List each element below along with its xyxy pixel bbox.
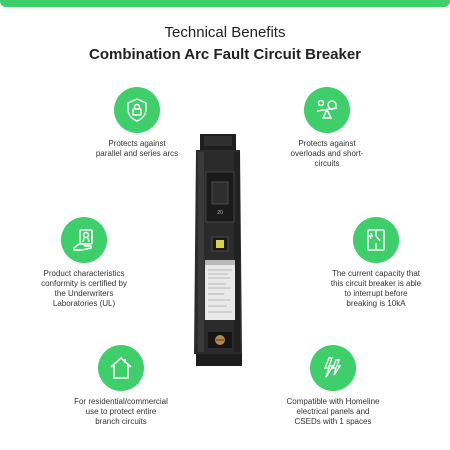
feature-arc-protection: Protects against parallel and series arc…: [72, 87, 202, 159]
feature-text: Protects against overloads and short- ci…: [290, 139, 364, 168]
feature-text: Protects against parallel and series arc…: [95, 139, 179, 158]
top-accent-bar: [0, 0, 450, 7]
feature-text: Product characteristics conformity is ce…: [41, 269, 127, 308]
feature-text: Compatible with Homeline electrical pane…: [286, 397, 380, 426]
lightning-icon: [310, 345, 356, 391]
shield-lock-icon: [114, 87, 160, 133]
circuit-switch-icon: [353, 217, 399, 263]
circuit-breaker-image: 20: [194, 134, 242, 366]
feature-residential-use: For residential/commercial use to protec…: [56, 345, 186, 427]
rating-label: 20: [217, 210, 223, 216]
seesaw-overload-icon: [304, 87, 350, 133]
feature-ul-certification: Product characteristics conformity is ce…: [14, 217, 154, 309]
page-subtitle: Technical Benefits: [164, 24, 286, 41]
page-title: Combination Arc Fault Circuit Breaker: [89, 46, 361, 63]
feature-text: The current capacity that this circuit b…: [330, 269, 422, 308]
feature-overload-protection: Protects against overloads and short- ci…: [262, 87, 392, 169]
house-icon: [98, 345, 144, 391]
feature-text: For residential/commercial use to protec…: [74, 397, 168, 426]
certificate-hand-icon: [61, 217, 107, 263]
feature-homeline-compatibility: Compatible with Homeline electrical pane…: [268, 345, 398, 427]
feature-interrupt-capacity: The current capacity that this circuit b…: [306, 217, 446, 309]
